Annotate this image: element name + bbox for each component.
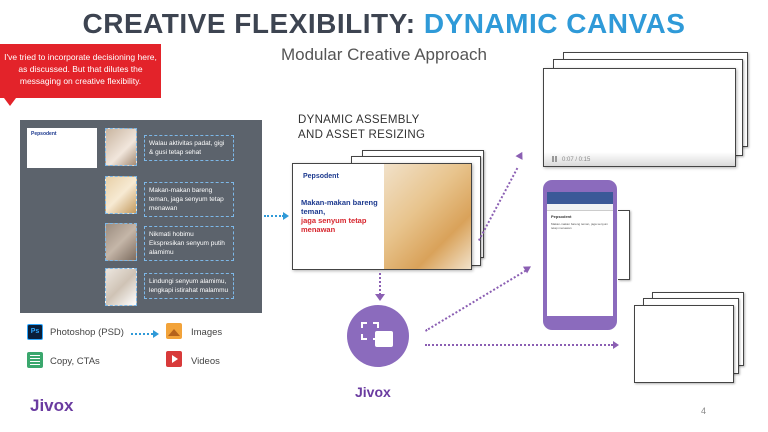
dynamic-label-line1: DYNAMIC ASSEMBLY (298, 114, 420, 126)
asset-thumbnail (105, 223, 137, 261)
dynamic-assembly-label: DYNAMIC ASSEMBLY AND ASSET RESIZING (298, 113, 498, 143)
output-arrow-display-line (425, 344, 613, 346)
ad-tagline: jaga senyum tetap menawan (301, 216, 367, 234)
asset-caption: Lindungi senyum alamimu, lengkapi istira… (144, 273, 234, 299)
output-arrow-phone-line (425, 268, 529, 332)
page-number: 4 (700, 406, 706, 416)
spreadsheet-icon (27, 352, 43, 368)
flow-arrow-head (283, 212, 289, 220)
legend-arrow-line (131, 333, 153, 335)
asset-caption: Nikmati hobimu Ekspresikan senyum putih … (144, 226, 234, 261)
legend-images: Images (191, 327, 223, 338)
output-arrow-display-head (613, 341, 619, 349)
mobile-phone-preview[interactable]: Pepsodent Makan-makan bareng teman, jaga… (543, 180, 617, 330)
asset-thumbnail (105, 128, 137, 166)
flow-arrow-down-head (375, 294, 385, 301)
ad-brand: Pepsodent (303, 173, 339, 180)
display-ad-frame[interactable] (634, 305, 734, 383)
dynamic-ad-preview[interactable]: Pepsodent Makan-makan bareng teman, jaga… (292, 163, 472, 270)
video-controls: 0:07 / 0:15 (544, 152, 735, 166)
ad-headline: Makan-makan bareng teman, (301, 198, 378, 216)
assets-panel: Pepsodent Walau aktivitas padat, gigi & … (20, 120, 262, 313)
stacked-phone-card (618, 210, 630, 280)
post-text: Makan-makan bareng teman, jaga senyum te… (551, 222, 609, 230)
asset-caption: Makan-makan bareng teman, jaga senyum te… (144, 182, 234, 217)
output-arrow-video-line (478, 167, 519, 241)
slide-title: CREATIVE FLEXIBILITY: DYNAMIC CANVAS (0, 8, 768, 40)
social-header-bar (547, 192, 613, 204)
dynamic-label-line2: AND ASSET RESIZING (298, 129, 426, 141)
social-tab-bar (547, 204, 613, 211)
phone-screen: Pepsodent Makan-makan bareng teman, jaga… (547, 192, 613, 316)
title-dark: CREATIVE FLEXIBILITY: (82, 8, 424, 39)
jivox-label: Jivox (355, 384, 391, 400)
video-time: 0:07 / 0:15 (562, 157, 591, 163)
post-brand: Pepsodent (551, 214, 572, 219)
comment-callout[interactable]: I've tried to incorporate decisioning he… (0, 44, 161, 106)
legend-videos: Videos (191, 356, 220, 367)
legend-arrow-head (153, 330, 159, 338)
images-icon (166, 323, 182, 339)
video-player[interactable]: 0:07 / 0:15 (543, 68, 736, 167)
title-accent: DYNAMIC CANVAS (423, 8, 686, 39)
image-asset-icon (375, 331, 393, 347)
legend-photoshop: Photoshop (PSD) (50, 327, 124, 338)
legend-copy: Copy, CTAs (50, 356, 100, 367)
output-arrow-video-head (515, 149, 526, 160)
asset-thumbnail (105, 268, 137, 306)
logo-card: Pepsodent (27, 128, 97, 168)
jivox-engine-icon[interactable] (347, 305, 409, 367)
flow-arrow-line (264, 215, 284, 217)
asset-caption: Walau aktivitas padat, gigi & gusi tetap… (144, 135, 234, 161)
photoshop-icon: Ps (27, 324, 43, 340)
logo-card-text: Pepsodent (31, 131, 57, 137)
pause-icon[interactable] (552, 156, 557, 162)
ad-photo (384, 164, 471, 269)
flow-arrow-down-line (379, 273, 381, 295)
video-icon (166, 351, 182, 367)
footer-logo: Jivox (30, 396, 74, 415)
slide-subtitle: Modular Creative Approach (280, 45, 487, 64)
asset-thumbnail (105, 176, 137, 214)
